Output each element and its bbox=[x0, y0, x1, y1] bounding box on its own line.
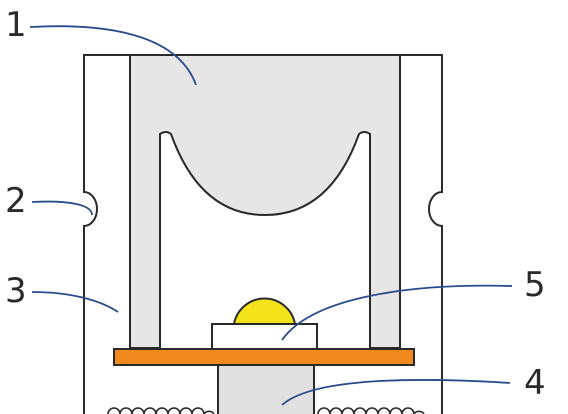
label-1: 1 bbox=[5, 5, 27, 45]
leader-line-1 bbox=[29, 25, 197, 86]
label-5: 5 bbox=[524, 265, 546, 305]
left-spring bbox=[107, 407, 215, 414]
led-base bbox=[211, 323, 318, 350]
label-4: 4 bbox=[524, 363, 546, 403]
leader-line-3 bbox=[31, 291, 119, 313]
label-3: 3 bbox=[5, 271, 27, 311]
heatsink bbox=[217, 364, 315, 414]
label-2: 2 bbox=[5, 181, 27, 221]
leader-line-5 bbox=[281, 284, 513, 341]
reflector bbox=[129, 54, 401, 349]
pcb-board bbox=[113, 348, 415, 366]
led-dome bbox=[232, 297, 297, 325]
right-spring bbox=[317, 407, 425, 414]
leader-line-2 bbox=[31, 200, 93, 216]
leader-line-4 bbox=[281, 379, 511, 406]
